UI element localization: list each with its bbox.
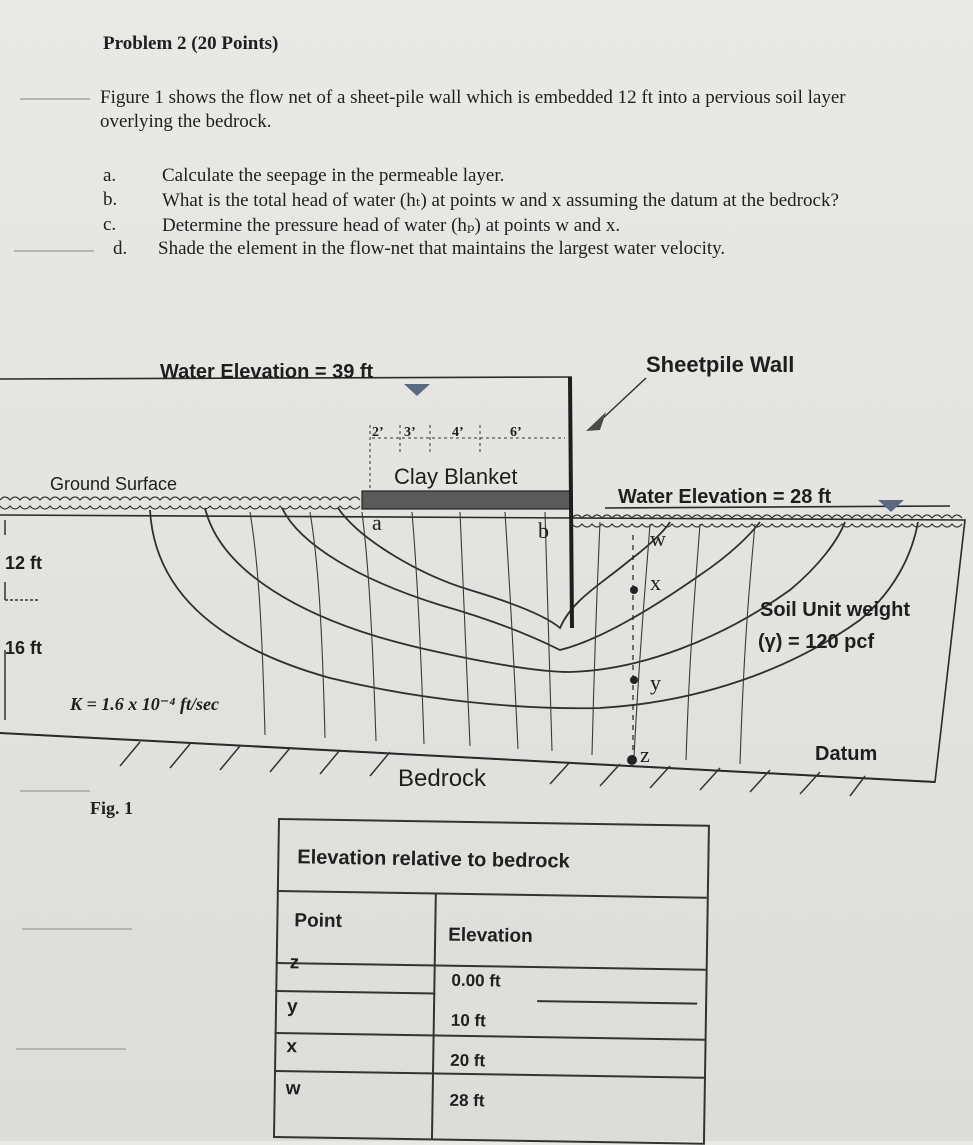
point-b-label: b: [538, 518, 549, 543]
table-row-elevation: 20 ft: [450, 1050, 486, 1071]
margin-scribble: [14, 250, 94, 252]
water-level-down-icon: [878, 500, 904, 512]
table-row-point: y: [286, 996, 298, 1018]
sheetpile-wall-label: Sheetpile Wall: [646, 352, 794, 377]
question-d-text: Shade the element in the flow-net that m…: [158, 238, 726, 259]
dimension-lines: [369, 425, 565, 490]
clay-blanket: [361, 490, 573, 510]
soil-unit-weight-value: (γ) = 120 pcf: [758, 631, 875, 653]
point-y-marker: [630, 676, 638, 684]
point-z-label: z: [640, 742, 650, 767]
water-elevation-upstream-label: Water Elevation = 39 ft: [160, 361, 374, 383]
question-c-text: Determine the pressure head of water (hₚ…: [162, 215, 621, 236]
depth-markers: [4, 520, 40, 720]
point-x-label: x: [650, 570, 661, 595]
bedrock-hatch: [119, 741, 866, 797]
problem-intro: Figure 1 shows the flow net of a sheet-p…: [100, 87, 846, 132]
question-d-letter: d.: [113, 238, 128, 259]
datum-label: Datum: [815, 743, 877, 765]
ground-surface-texture: [0, 496, 963, 528]
table-row-elevation: 10 ft: [450, 1010, 486, 1031]
ground-surface-label: Ground Surface: [50, 474, 177, 494]
margin-scribble: [16, 1048, 126, 1050]
question-a-letter: a.: [103, 165, 117, 186]
sheetpile-leader-line: [599, 377, 647, 422]
question-a-text: Calculate the seepage in the permeable l…: [162, 165, 505, 186]
flow-net-figure: Water Elevation = 39 ft Sheetpile Wall C…: [0, 352, 966, 797]
table-row-point: w: [285, 1078, 301, 1100]
point-a-label: a: [372, 510, 382, 535]
point-y-label: y: [650, 670, 661, 695]
problem-title: Problem 2 (20 Points): [103, 33, 279, 54]
table-header-point: Point: [294, 910, 343, 933]
water-level-up-icon: [404, 384, 430, 396]
table-header-elevation: Elevation: [448, 924, 533, 948]
dim-4ft: 4’: [452, 425, 464, 440]
table-row-elevation: 0.00 ft: [451, 970, 501, 991]
point-z-marker: [627, 755, 637, 765]
clay-blanket-label: Clay Blanket: [394, 464, 518, 489]
point-x-marker: [630, 586, 638, 594]
dim-2ft: 2’: [372, 425, 384, 440]
question-b-text: What is the total head of water (hₜ) at …: [162, 190, 839, 211]
margin-scribble: [20, 790, 90, 792]
table-title: Elevation relative to bedrock: [297, 846, 570, 873]
table-row-elevation: 28 ft: [449, 1090, 485, 1111]
question-c-letter: c.: [103, 214, 117, 235]
margin-scribble: [20, 98, 90, 100]
depth-16-label: 16 ft: [5, 638, 42, 658]
table-row-point: x: [286, 1036, 298, 1058]
depth-12-label: 12 ft: [5, 553, 42, 573]
dim-3ft: 3’: [404, 425, 416, 440]
sheet-pile-wall: [568, 376, 574, 629]
sheetpile-arrow-icon: [586, 412, 606, 431]
flow-lines: [149, 507, 919, 710]
margin-scribble: [22, 928, 132, 930]
figure-caption: Fig. 1: [90, 798, 133, 818]
elevation-table: Elevation relative to bedrock Point Elev…: [272, 818, 710, 1145]
dim-6ft: 6’: [510, 425, 522, 440]
question-b-letter: b.: [103, 189, 118, 210]
equipotential-lines: [249, 511, 756, 765]
permeability-label: K = 1.6 x 10⁻⁴ ft/sec: [69, 694, 219, 714]
water-elevation-downstream-label: Water Elevation = 28 ft: [618, 486, 832, 508]
soil-unit-weight-label: Soil Unit weight: [760, 599, 910, 621]
table-row-point: z: [289, 952, 300, 974]
point-w-label: w: [650, 526, 666, 551]
bedrock-label: Bedrock: [398, 765, 487, 792]
